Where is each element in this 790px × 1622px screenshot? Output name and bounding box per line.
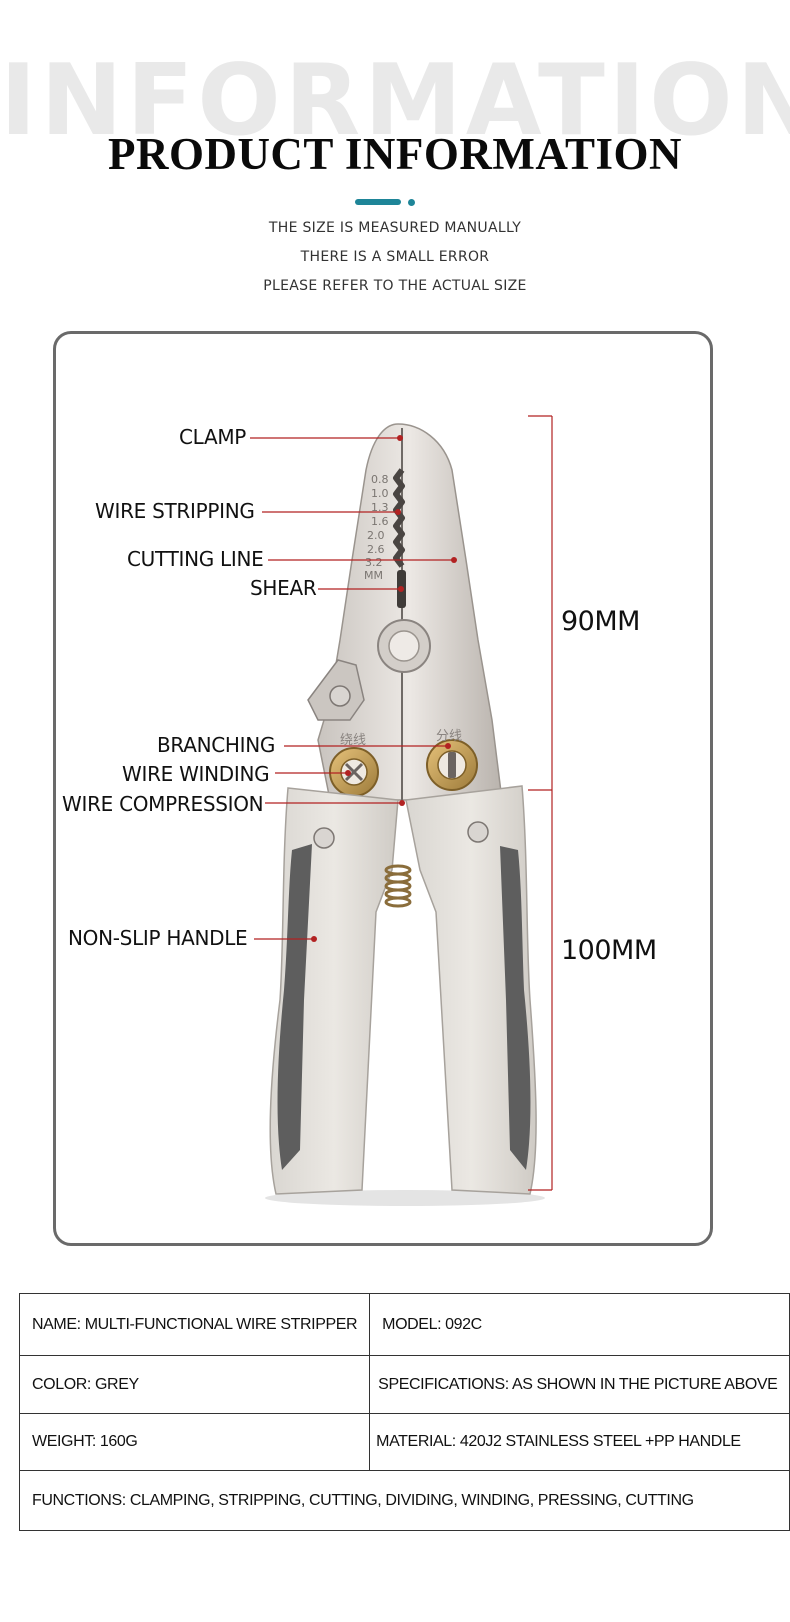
spec-weight: WEIGHT: 160G <box>18 1413 371 1471</box>
spec-name: NAME: MULTI-FUNCTIONAL WIRE STRIPPER <box>18 1293 371 1356</box>
pivot-screw-inner <box>388 630 420 662</box>
gauge-mark: 2.0 <box>367 529 385 542</box>
left-grip-insert <box>277 844 312 1170</box>
page-title: PRODUCT INFORMATION <box>107 129 683 179</box>
dimension-upper: 90MM <box>561 606 640 637</box>
callout-cutting-line: CUTTING LINE <box>127 547 264 571</box>
spec-row: COLOR: GREY SPECIFICATIONS: AS SHOWN IN … <box>18 1355 790 1414</box>
dimension-bracket <box>528 415 553 1191</box>
accent-bar <box>355 199 401 205</box>
spec-functions: FUNCTIONS: CLAMPING, STRIPPING, CUTTING,… <box>18 1470 790 1531</box>
spec-row: NAME: MULTI-FUNCTIONAL WIRE STRIPPER MOD… <box>18 1293 790 1356</box>
lever-ball <box>329 685 351 707</box>
leader-lines <box>250 437 454 940</box>
accent-dot <box>408 199 415 206</box>
spec-row: WEIGHT: 160G MATERIAL: 420J2 STAINLESS S… <box>18 1413 790 1471</box>
tool-shadow <box>265 1190 545 1206</box>
gauge-mark: 1.6 <box>371 515 389 528</box>
gauge-mark: 1.3 <box>371 501 389 514</box>
spec-specifications: SPECIFICATIONS: AS SHOWN IN THE PICTURE … <box>369 1355 790 1414</box>
spec-row: FUNCTIONS: CLAMPING, STRIPPING, CUTTING,… <box>18 1470 790 1531</box>
stripping-notches <box>393 468 405 568</box>
gauge-marks: 0.8 1.0 1.3 1.6 2.0 2.6 3.2 MM <box>364 473 389 582</box>
gauge-mark: 3.2 <box>365 556 383 569</box>
winding-mark: 绕线 <box>340 733 366 748</box>
callout-non-slip-handle: NON-SLIP HANDLE <box>68 926 248 950</box>
callout-clamp: CLAMP <box>179 425 247 449</box>
gauge-mark: 1.0 <box>371 487 389 500</box>
spec-material: MATERIAL: 420J2 STAINLESS STEEL +PP HAND… <box>369 1413 790 1471</box>
gauge-mark: 2.6 <box>367 543 385 556</box>
winding-cross <box>344 762 364 782</box>
watermark-heading: INFORMATION <box>0 44 790 158</box>
callout-shear: SHEAR <box>250 576 317 600</box>
dimension-lower: 100MM <box>561 935 657 966</box>
gauge-mark: MM <box>364 569 383 582</box>
right-grip-insert <box>500 846 531 1170</box>
diagram-frame <box>53 331 713 1246</box>
gauge-mark: 0.8 <box>371 473 389 486</box>
spec-model: MODEL: 092C <box>369 1293 790 1356</box>
branching-slot <box>448 752 456 778</box>
note-line-1: THE SIZE IS MEASURED MANUALLY <box>268 220 522 236</box>
callout-wire-winding: WIRE WINDING <box>122 762 270 786</box>
note-line-2: THERE IS A SMALL ERROR <box>300 249 490 265</box>
spring <box>384 864 412 908</box>
callout-wire-compression: WIRE COMPRESSION <box>62 792 264 816</box>
spec-table: NAME: MULTI-FUNCTIONAL WIRE STRIPPER MOD… <box>18 1293 790 1531</box>
leader-dots <box>311 435 457 942</box>
right-rivet <box>467 821 489 843</box>
wire-stripper-illustration: 0.8 1.0 1.3 1.6 2.0 2.6 3.2 MM 绕线 分线 压线 <box>250 415 553 1206</box>
callout-branching: BRANCHING <box>157 733 276 757</box>
left-rivet <box>313 827 335 849</box>
branching-mark: 分线 <box>436 729 462 744</box>
callout-wire-stripping: WIRE STRIPPING <box>95 499 255 523</box>
spec-color: COLOR: GREY <box>18 1355 371 1414</box>
note-line-3: PLEASE REFER TO THE ACTUAL SIZE <box>263 278 527 294</box>
